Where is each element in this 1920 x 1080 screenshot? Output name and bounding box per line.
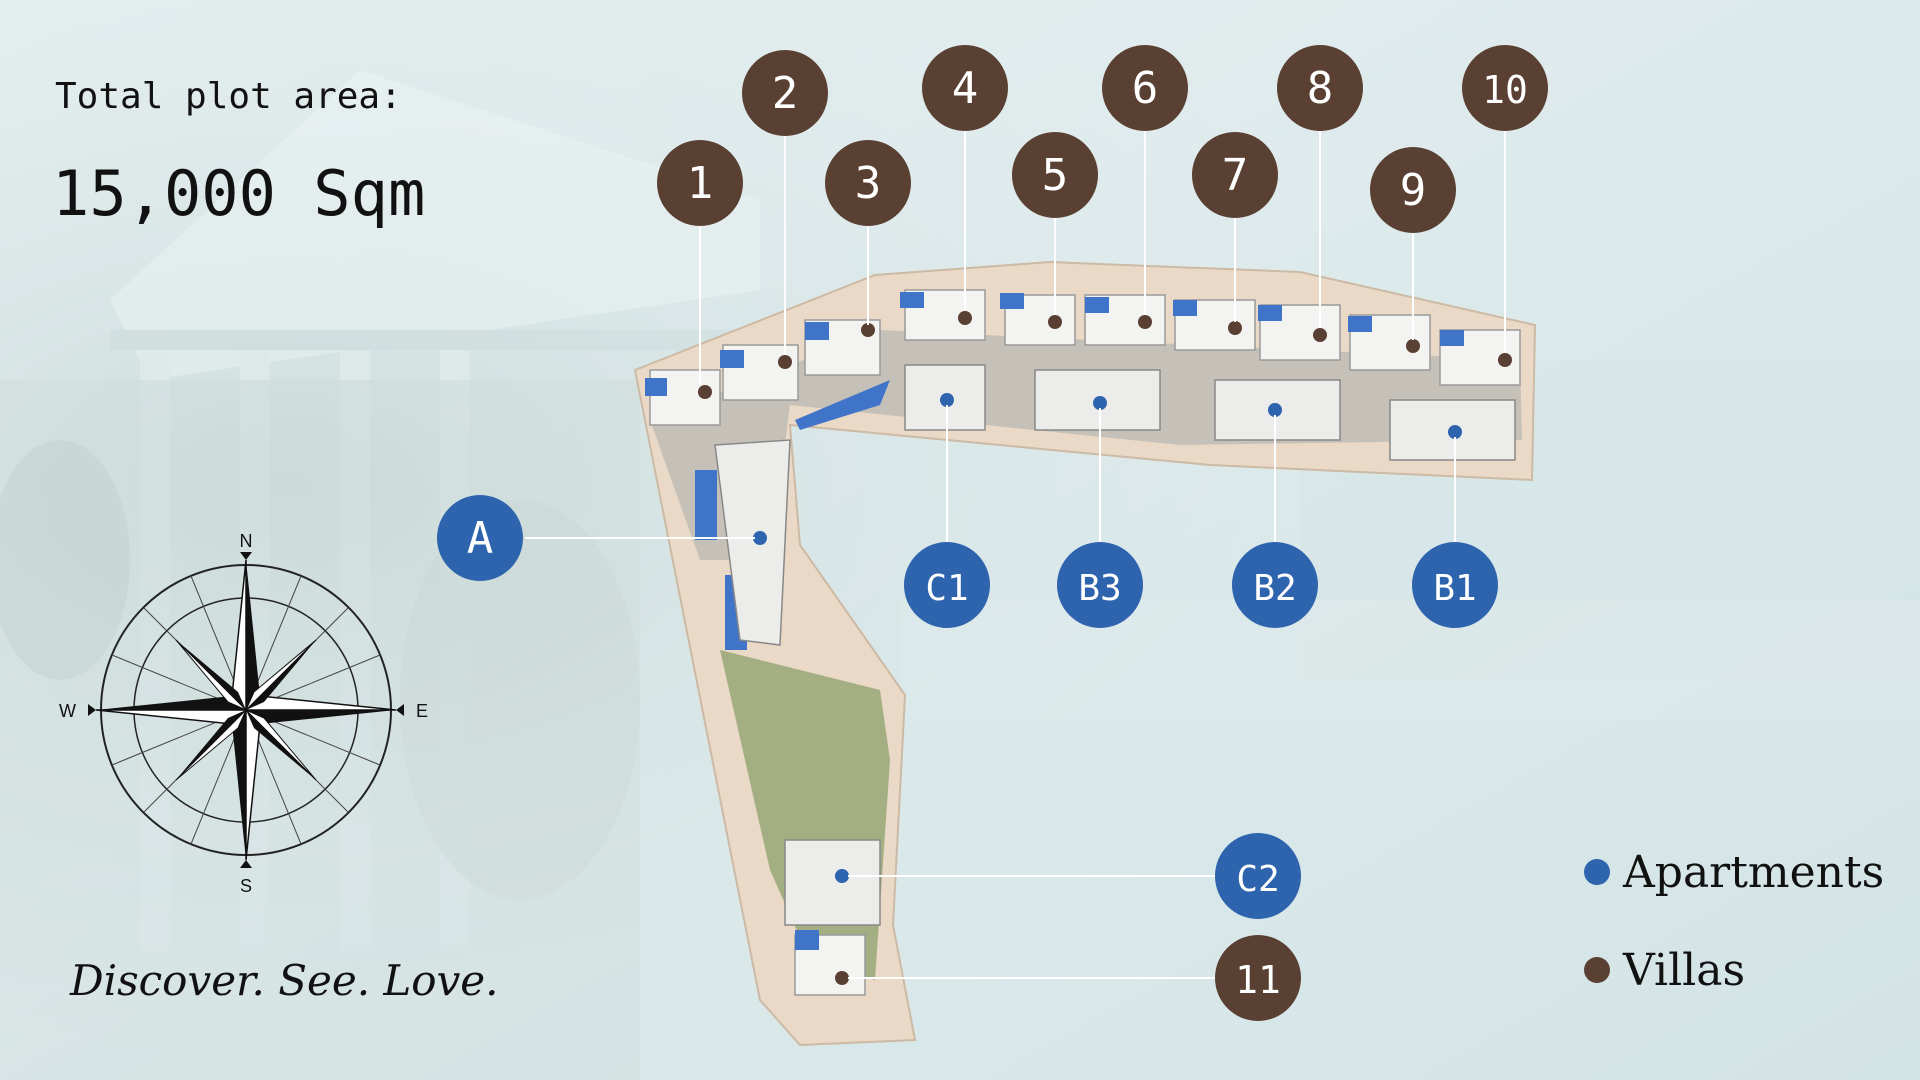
villa-label: 4 xyxy=(952,63,979,114)
apartment-circle-b1[interactable]: B1 xyxy=(1412,542,1498,628)
villa-marker xyxy=(1406,339,1420,353)
apartment-label: B2 xyxy=(1253,568,1296,609)
apartment-marker xyxy=(1448,425,1462,439)
villa-circle-11[interactable]: 11 xyxy=(1215,935,1301,1021)
villa-label: 6 xyxy=(1132,63,1159,114)
villa-label: 10 xyxy=(1482,68,1528,112)
villa-marker xyxy=(698,385,712,399)
villa-marker xyxy=(1313,328,1327,342)
plot-area-value: 15,000 Sqm xyxy=(52,157,425,230)
villa-circle-7[interactable]: 7 xyxy=(1192,132,1278,218)
apartment-marker xyxy=(1093,396,1107,410)
pool xyxy=(695,470,717,540)
legend-apartments-dot xyxy=(1584,859,1610,885)
villa-label: 2 xyxy=(772,68,799,119)
villa-marker xyxy=(778,355,792,369)
compass-south: S xyxy=(240,876,252,896)
villa-marker xyxy=(1138,315,1152,329)
apartment-label: C2 xyxy=(1236,859,1279,900)
villa-marker xyxy=(958,311,972,325)
legend: Apartments Villas xyxy=(1584,847,1884,996)
apartment-marker xyxy=(753,531,767,545)
apartment-circle-b2[interactable]: B2 xyxy=(1232,542,1318,628)
tagline: Discover. See. Love. xyxy=(69,956,499,1005)
compass-east: E xyxy=(416,701,428,721)
apartment-marker xyxy=(1268,403,1282,417)
apartment-label: A xyxy=(467,513,494,564)
villa-circle-3[interactable]: 3 xyxy=(825,140,911,226)
apartment-circle-c2[interactable]: C2 xyxy=(1215,833,1301,919)
villa-marker xyxy=(835,971,849,985)
villa-label: 9 xyxy=(1400,165,1427,216)
apartment-marker xyxy=(940,393,954,407)
villa-circle-2[interactable]: 2 xyxy=(742,50,828,136)
villa-blocks xyxy=(649,289,1521,996)
villa-circle-8[interactable]: 8 xyxy=(1277,45,1363,131)
villa-circle-6[interactable]: 6 xyxy=(1102,45,1188,131)
legend-villas-label: Villas xyxy=(1622,945,1745,996)
compass-north: N xyxy=(240,531,253,551)
compass-rose: N S W E xyxy=(59,531,428,896)
villa-circle-10[interactable]: 10 xyxy=(1462,45,1548,131)
compass-west: W xyxy=(59,701,76,721)
villa-label: 3 xyxy=(855,158,882,209)
apartment-label: B3 xyxy=(1078,568,1121,609)
apartment-label: B1 xyxy=(1433,568,1476,609)
villa-label: 7 xyxy=(1222,150,1249,201)
villa-label: 5 xyxy=(1042,150,1069,201)
apartment-circle-a[interactable]: A xyxy=(437,495,523,581)
villa-marker xyxy=(861,323,875,337)
legend-apartments-label: Apartments xyxy=(1622,847,1884,898)
villa-label: 11 xyxy=(1235,958,1281,1002)
pool xyxy=(795,380,890,430)
villa-circle-1[interactable]: 1 xyxy=(657,140,743,226)
villa-circles: 1 2 3 4 5 6 7 8 9 10 11 xyxy=(657,45,1548,1021)
villa-circle-4[interactable]: 4 xyxy=(922,45,1008,131)
compass-cardinals: N S W E xyxy=(59,531,428,896)
villa-pools xyxy=(645,292,1464,950)
site-plan xyxy=(525,125,1537,1047)
villa-circle-9[interactable]: 9 xyxy=(1370,147,1456,233)
villa-label: 8 xyxy=(1307,63,1334,114)
apartment-circle-b3[interactable]: B3 xyxy=(1057,542,1143,628)
unit-markers xyxy=(698,311,1512,985)
apartment-blocks xyxy=(714,364,1516,926)
apartment-marker xyxy=(835,869,849,883)
plot-area-label: Total plot area: xyxy=(55,76,402,117)
apartment-circle-c1[interactable]: C1 xyxy=(904,542,990,628)
apartment-circles: A C1 B3 B2 B1 C2 xyxy=(437,495,1498,919)
villa-circle-5[interactable]: 5 xyxy=(1012,132,1098,218)
villa-marker xyxy=(1048,315,1062,329)
leader-lines xyxy=(525,125,1506,979)
villa-marker xyxy=(1498,353,1512,367)
villa-label: 1 xyxy=(687,158,714,209)
compass-star xyxy=(95,559,397,861)
villa-marker xyxy=(1228,321,1242,335)
apartment-label: C1 xyxy=(925,568,968,609)
legend-villas-dot xyxy=(1584,957,1610,983)
